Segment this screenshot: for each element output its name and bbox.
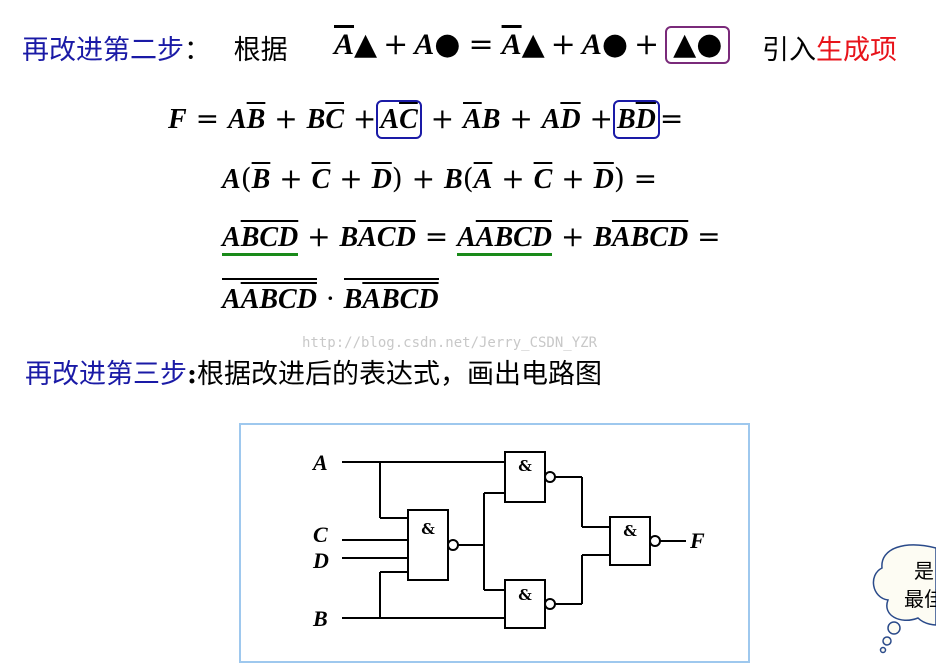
input-label-c: C [313,522,328,547]
gate2-symbol: & [518,457,532,475]
formula-a-bar: A [334,28,355,61]
input-label-b: B [312,606,328,631]
step3-heading: 再改进第三步 [25,359,187,390]
equation-3: ABCD + BACD = AABCD + BABCD = [222,220,721,256]
bubble-line1: 是 [914,559,934,583]
output-label-f: F [689,528,705,553]
step3-body: 根据改进后的表达式，画出电路图 [196,359,602,390]
equation-1: F = AB + BC +AC + AB + AD +BD= [168,100,683,139]
step2-tail: 引入生成项 [762,28,897,67]
circuit-frame [239,423,750,663]
introduce-label: 引入 [762,35,816,66]
step2-colon: ： [184,35,211,66]
watermark: http://blog.csdn.net/Jerry_CSDN_YZR [302,335,598,351]
gate-nand-3: & [504,579,556,629]
gate-nand-2: & [504,451,556,503]
step3-line: 再改进第三步:根据改进后的表达式，画出电路图 [25,352,602,391]
thought-bubble: 是 最佳 [872,544,936,654]
input-label-d: D [312,548,329,573]
step2-according: 根据 [233,35,288,66]
generated-term-label: 生成项 [816,35,897,66]
gate-nand-out: & [609,516,661,566]
underline-term-1: ABCD [222,220,299,256]
gate1-symbol: & [421,520,435,538]
term-box-bd: BD [612,100,660,139]
term-box-ac: AC [376,100,422,139]
gate4-symbol: & [623,522,637,540]
generated-term-box: ▲● [665,26,731,64]
step2-line: 再改进第二步： 根据 [22,28,288,67]
input-label-a: A [311,450,328,475]
equation-2: A(B + C + D) + B(A + C + D) = [222,162,658,195]
equation-4: AABCD · BABCD [222,278,439,316]
step3-colon: : [187,359,197,390]
step2-formula: A▲+A●=A▲+A●+▲● [334,26,731,64]
step2-heading: 再改进第二步 [22,35,184,66]
gate3-symbol: & [518,586,532,604]
underline-term-2: AABCD [457,220,553,256]
gate-nand-1: & [407,509,459,581]
bubble-line2: 最佳 [904,587,936,611]
